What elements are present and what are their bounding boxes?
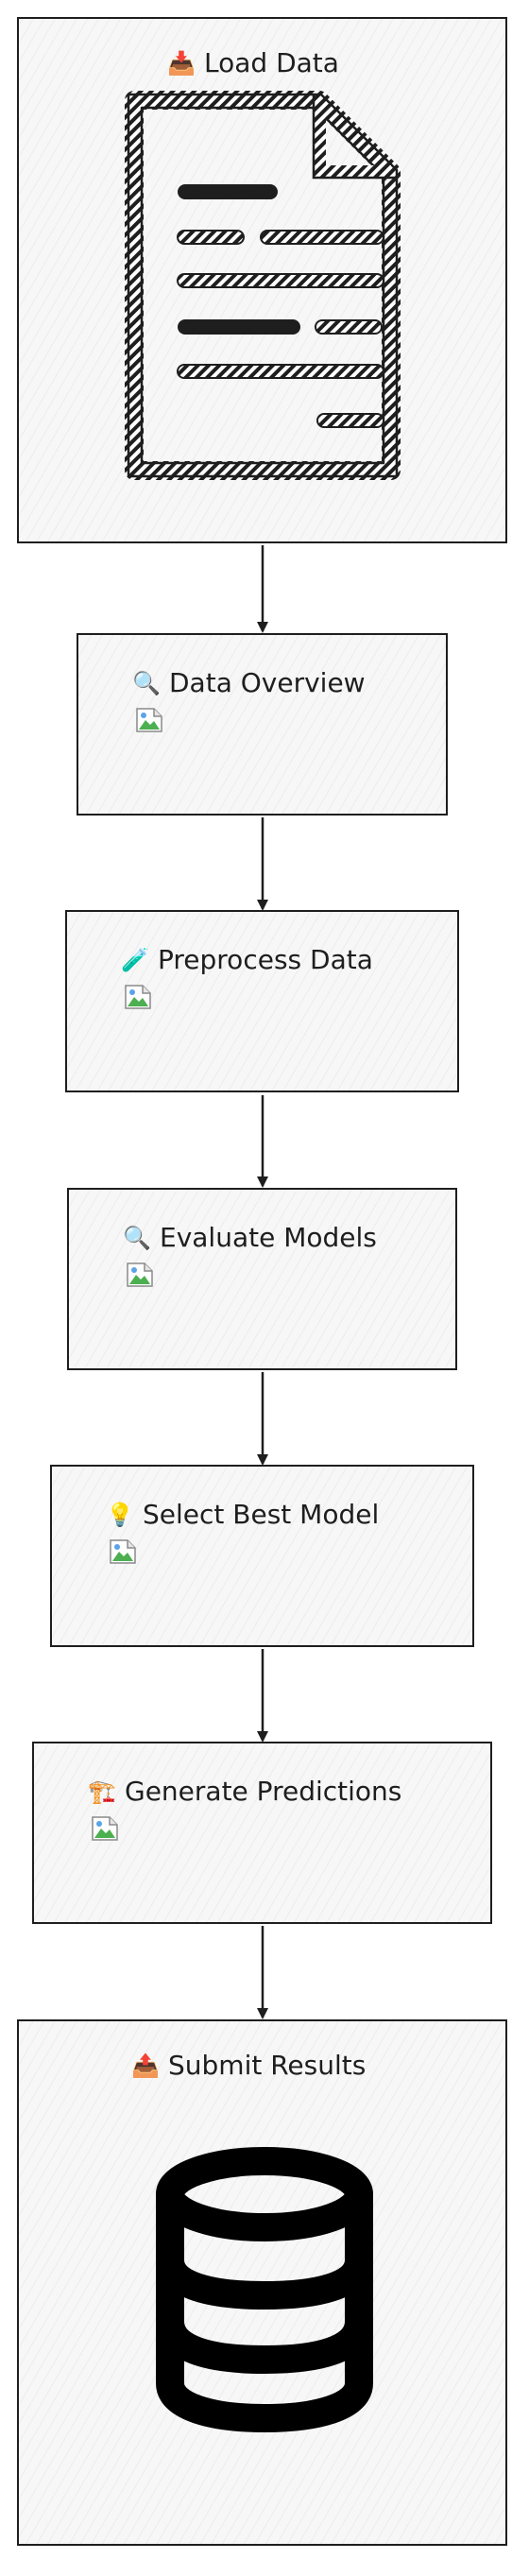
node-label: Submit Results [168, 2050, 367, 2081]
node-title: 🔍 Evaluate Models [123, 1222, 377, 1253]
node-evaluate-models[interactable]: 🔍 Evaluate Models [67, 1188, 457, 1370]
broken-image-icon [125, 985, 151, 1009]
node-generate-predictions[interactable]: 🏗️ Generate Predictions [32, 1742, 492, 1924]
node-label: Select Best Model [143, 1499, 380, 1530]
node-label: Load Data [204, 47, 339, 78]
node-load-data[interactable]: 📥 Load Data [17, 17, 507, 543]
node-title: 💡 Select Best Model [106, 1499, 380, 1530]
database-icon [156, 2147, 373, 2432]
node-preprocess-data[interactable]: 🧪 Preprocess Data [65, 910, 459, 1092]
node-label: Preprocess Data [158, 944, 373, 975]
node-label: Evaluate Models [160, 1222, 377, 1253]
broken-image-icon [110, 1539, 136, 1564]
node-title: 🧪 Preprocess Data [121, 944, 373, 975]
broken-image-icon [136, 708, 162, 732]
broken-image-icon [92, 1816, 118, 1841]
broken-image-icon [127, 1262, 153, 1287]
node-title: 📤 Submit Results [131, 2050, 367, 2081]
node-data-overview[interactable]: 🔍 Data Overview [77, 633, 448, 816]
node-title: 🏗️ Generate Predictions [88, 1776, 402, 1807]
document-icon [125, 91, 401, 480]
node-title: 🔍 Data Overview [132, 667, 366, 698]
construction-crane-icon: 🏗️ [88, 1777, 116, 1805]
node-select-best-model[interactable]: 💡 Select Best Model [50, 1465, 474, 1647]
magnifier-icon: 🔍 [132, 669, 161, 696]
light-bulb-icon: 💡 [106, 1501, 134, 1528]
inbox-tray-icon: 📥 [167, 49, 196, 77]
outbox-tray-icon: 📤 [131, 2052, 160, 2079]
node-label: Data Overview [169, 667, 366, 698]
magnifier-icon: 🔍 [123, 1224, 151, 1251]
test-tube-icon: 🧪 [121, 946, 149, 973]
node-label: Generate Predictions [125, 1776, 402, 1807]
node-submit-results[interactable]: 📤 Submit Results [17, 2019, 507, 2546]
node-title: 📥 Load Data [167, 47, 339, 78]
